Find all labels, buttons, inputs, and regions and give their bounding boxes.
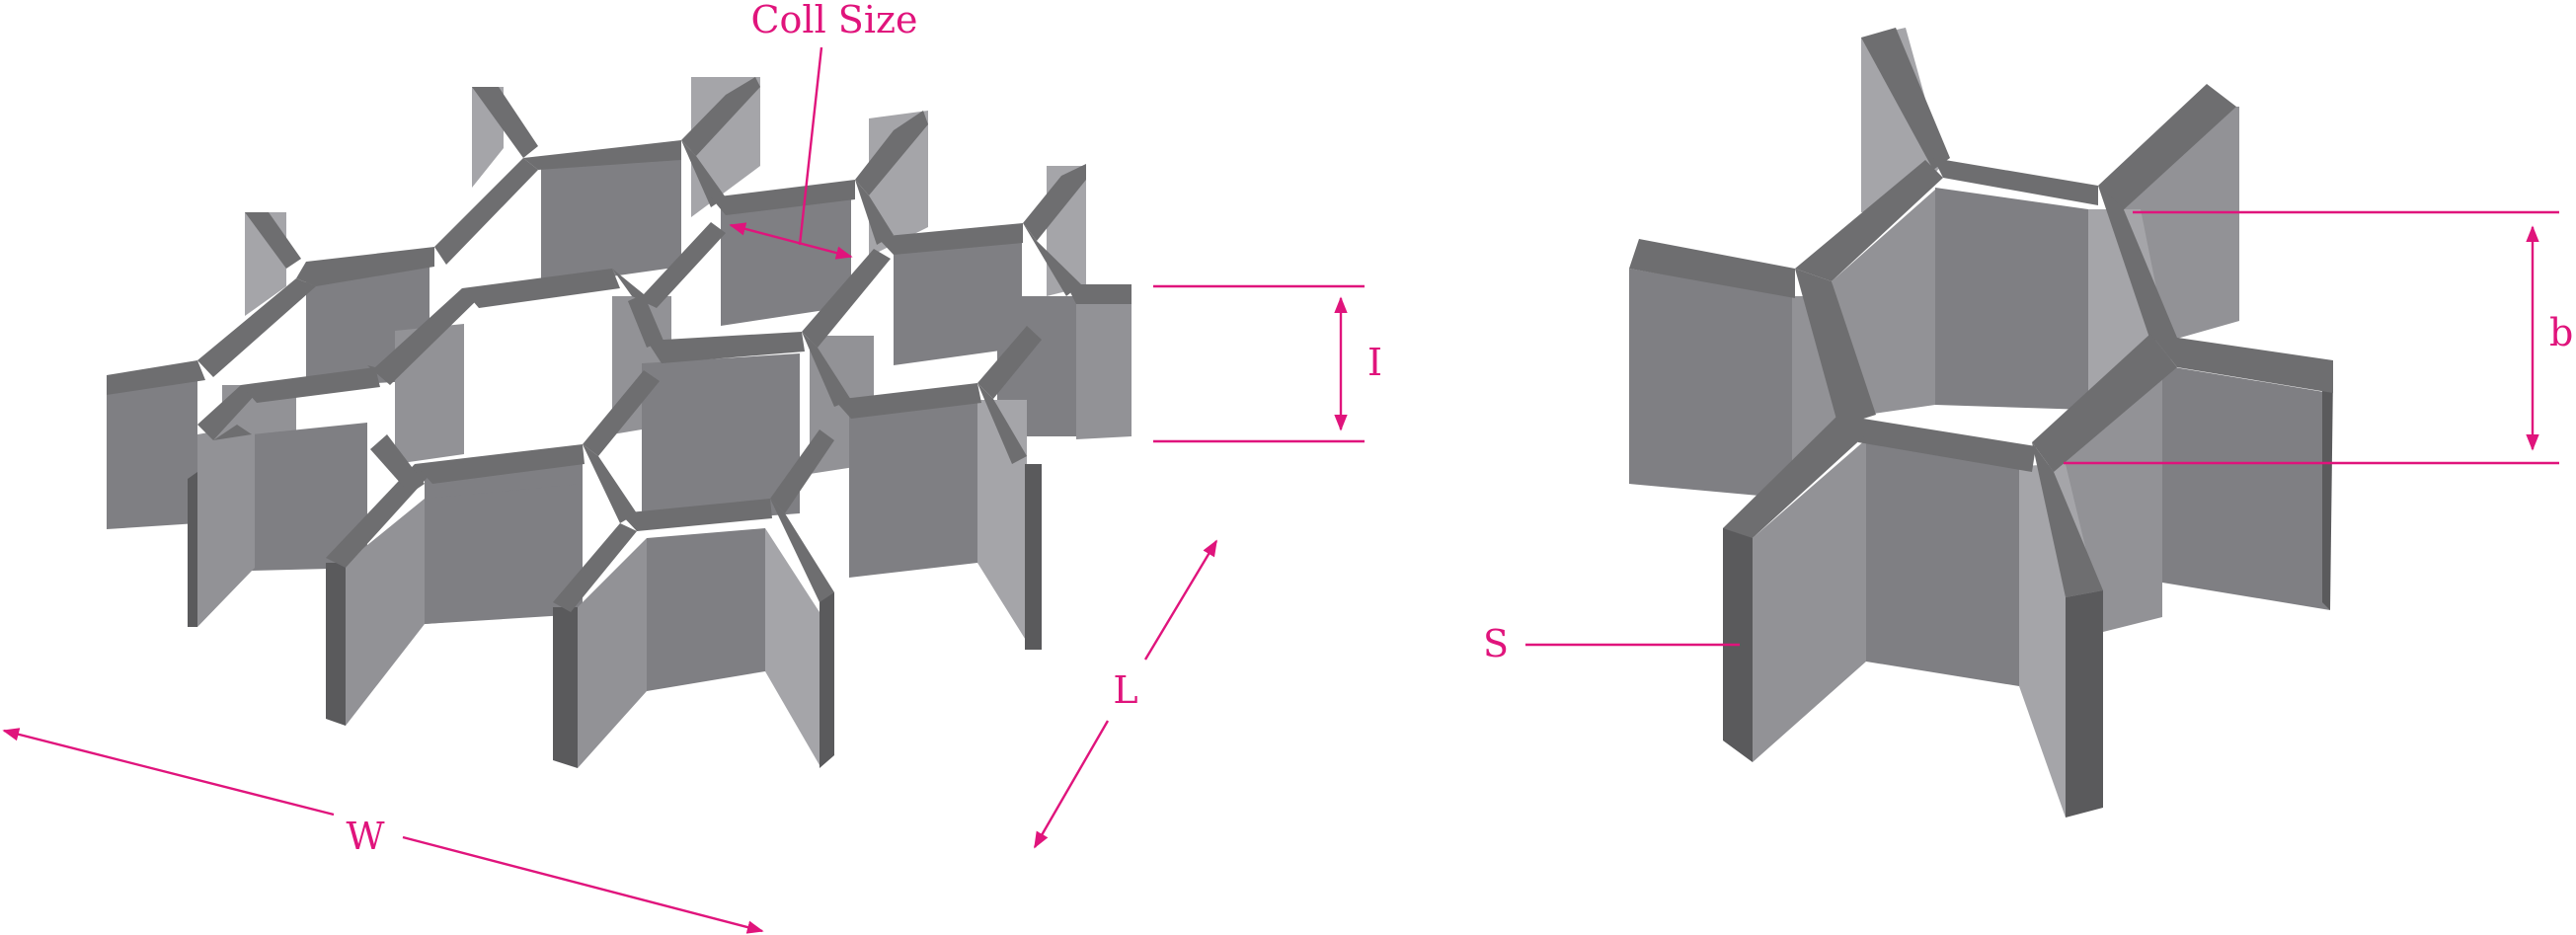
cell-size-annotation: Coll Size: [729, 0, 918, 260]
width-arrow-left: [2, 728, 335, 817]
thickness-annotation: I: [1153, 284, 1382, 443]
cell-size-label: Coll Size: [750, 0, 917, 41]
cell-size-arrow: [729, 222, 853, 260]
depth-label: b: [2549, 311, 2573, 354]
depth-annotation: b: [2064, 210, 2573, 465]
honeycomb-panel: [107, 77, 1132, 768]
wall-annotation: S: [1483, 622, 1740, 665]
wall-label: S: [1483, 622, 1509, 665]
length-arrow-lower: [1033, 720, 1110, 849]
length-arrow-upper: [1143, 539, 1218, 661]
cell-size-leader: [798, 46, 823, 246]
width-arrow-right: [402, 835, 764, 934]
cell-detail: [1629, 28, 2333, 818]
thickness-label: I: [1367, 341, 1382, 384]
width-label: W: [346, 815, 384, 858]
length-annotation: L: [1033, 539, 1218, 849]
length-label: L: [1113, 668, 1137, 712]
width-annotation: W: [2, 728, 764, 934]
